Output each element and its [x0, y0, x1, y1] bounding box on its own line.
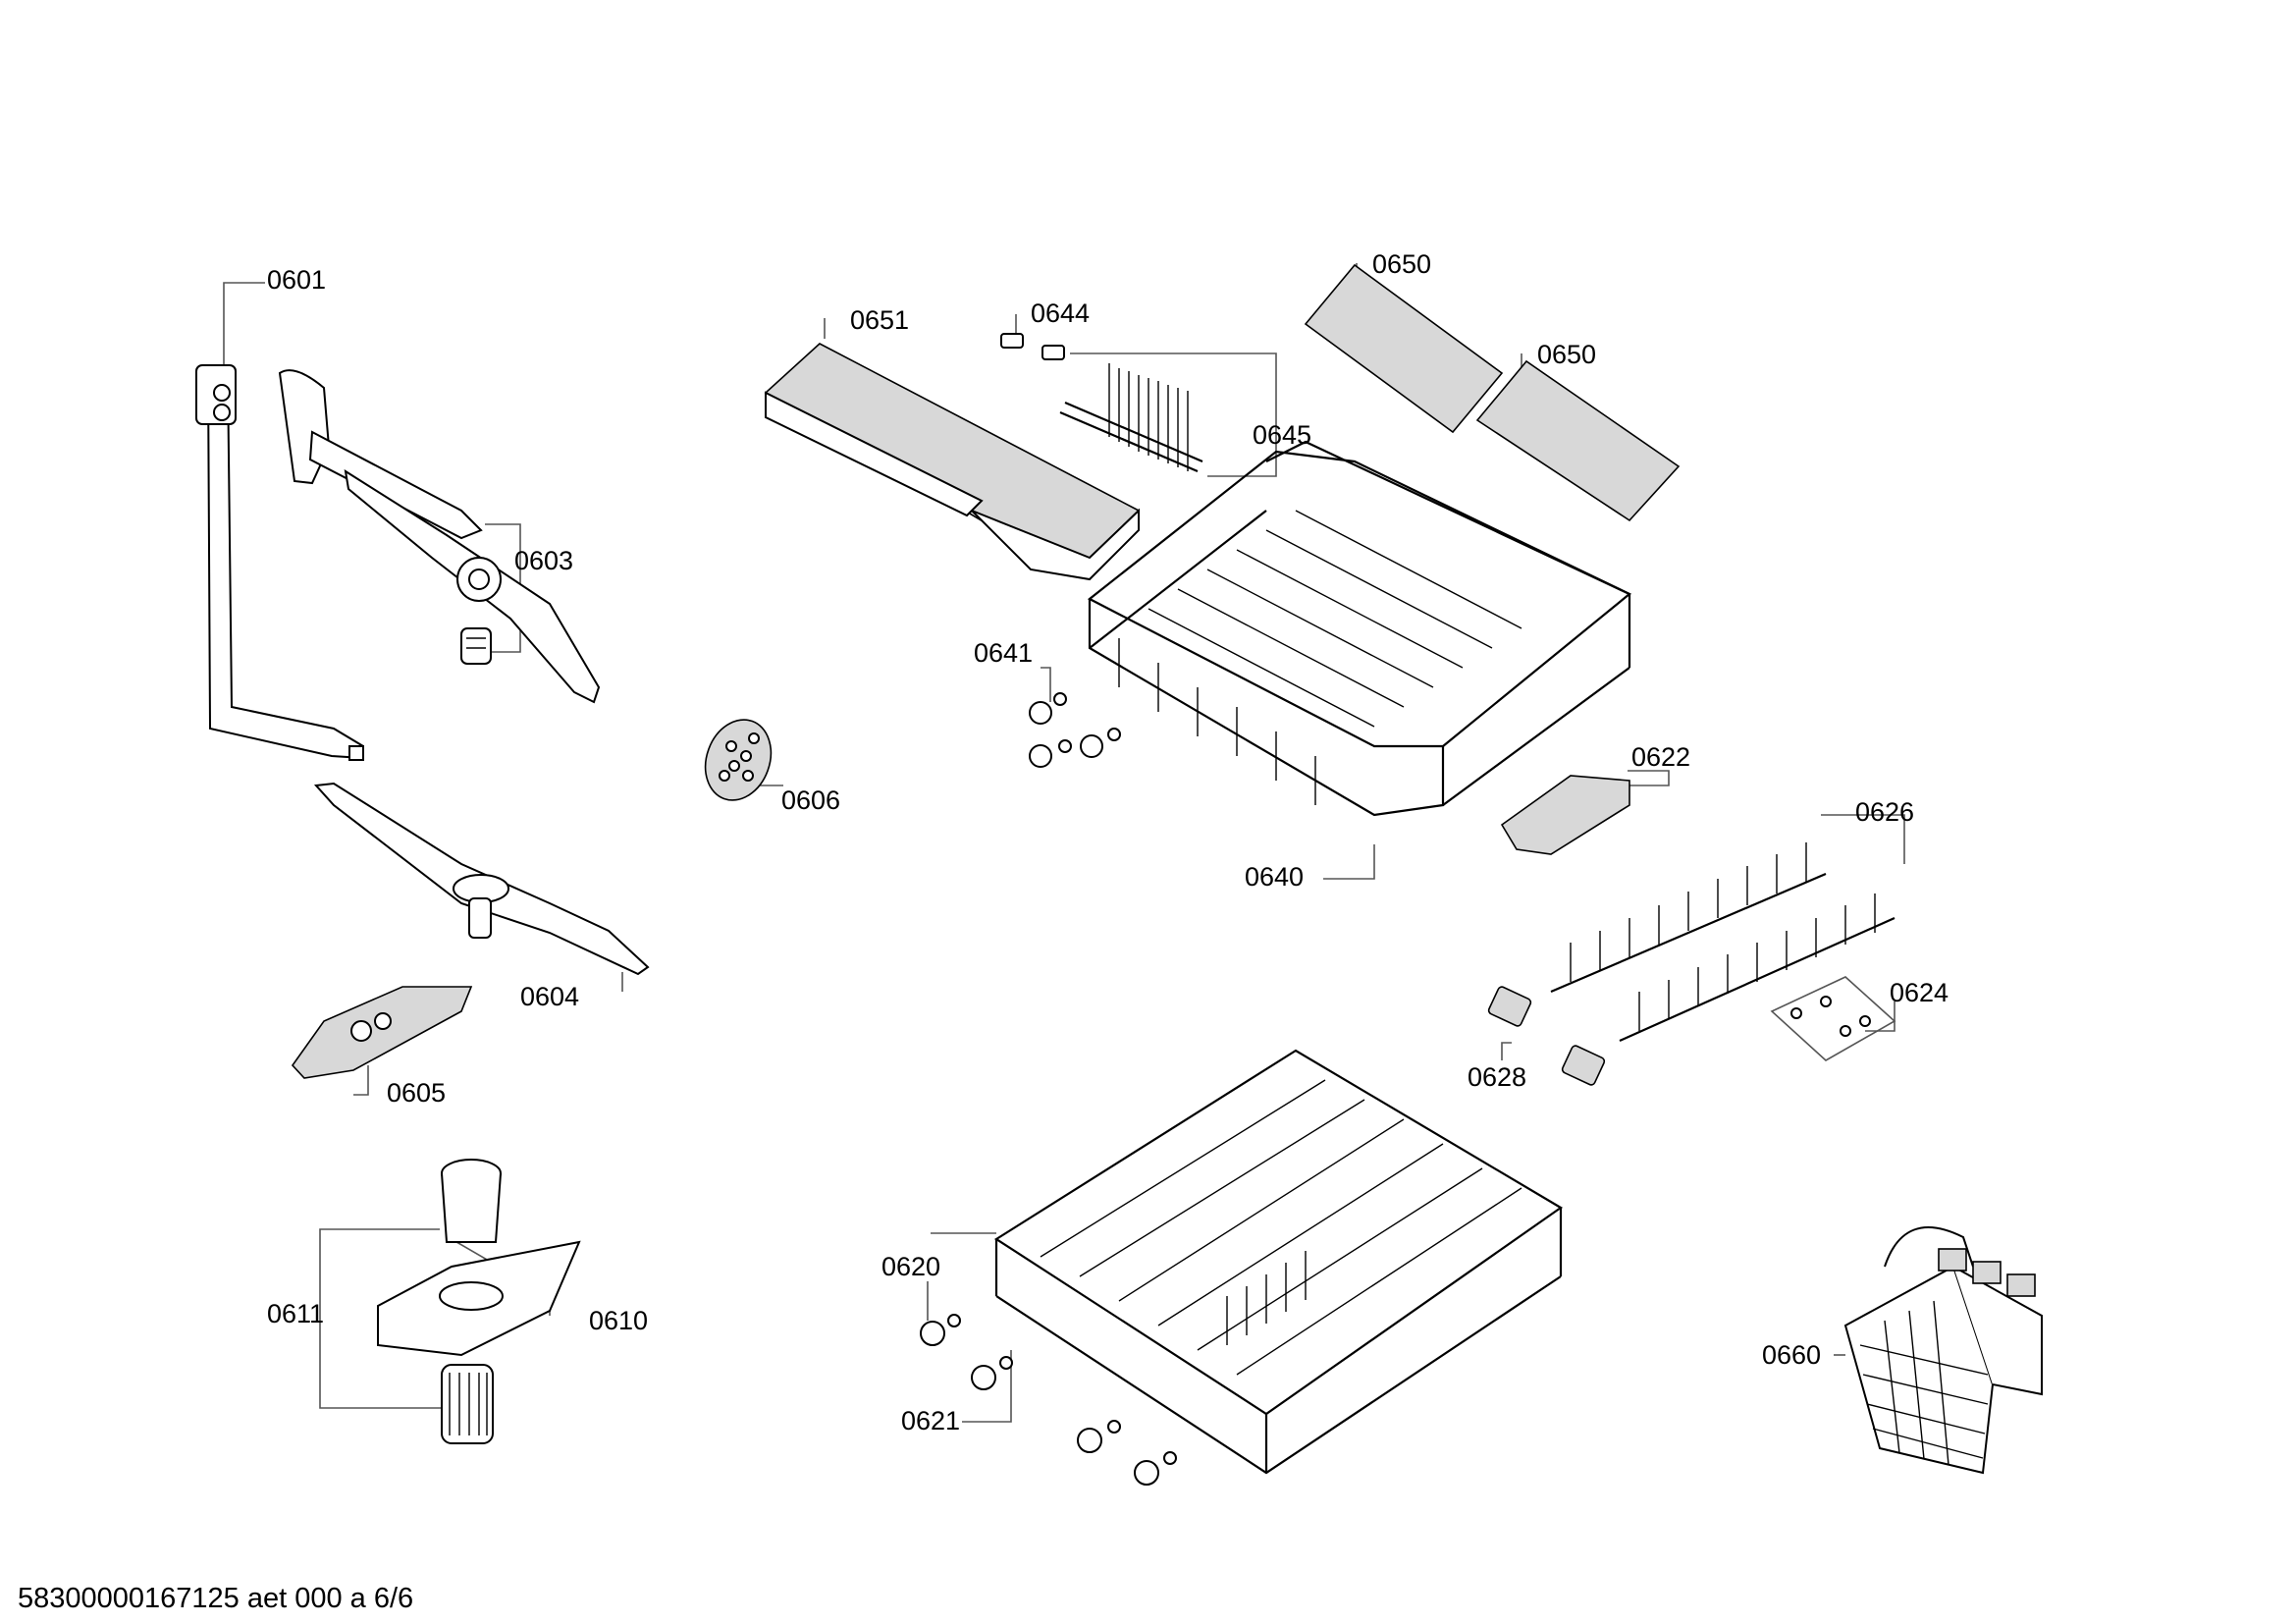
label-0624: 0624: [1890, 978, 1949, 1007]
part-0605-filter-cover: [291, 986, 473, 1096]
label-0651: 0651: [850, 305, 910, 335]
label-0620: 0620: [881, 1252, 941, 1281]
part-0650-rack-shelves: [1304, 263, 1681, 522]
part-0603-upper-spray-arm: [278, 369, 601, 704]
part-0644-0645-rack-insert: [1000, 314, 1277, 477]
part-0606-spray-disc: [704, 719, 783, 801]
label-0603: 0603: [514, 546, 574, 575]
part-0641-rollers: [1029, 667, 1121, 768]
label-0644: 0644: [1031, 298, 1091, 328]
label-0611: 0611: [267, 1299, 325, 1328]
label-0621: 0621: [901, 1406, 961, 1435]
part-0621-rollers: [920, 1314, 1177, 1486]
label-0606: 0606: [781, 785, 841, 815]
part-0660-cutlery-basket: [1834, 1226, 2043, 1475]
document-id-footer: 58300000167125 aet 000 a 6/6: [18, 1583, 414, 1614]
part-0601-supply-pipe: [195, 282, 364, 761]
label-0660: 0660: [1762, 1340, 1822, 1370]
part-0628-adjusters: [1487, 986, 1606, 1086]
part-0620-lower-basket: [927, 1049, 1564, 1475]
label-0626: 0626: [1855, 797, 1915, 827]
label-0640: 0640: [1245, 862, 1305, 892]
label-0622: 0622: [1631, 742, 1691, 772]
label-0601: 0601: [267, 265, 327, 295]
part-0604-lower-spray-arm: [313, 782, 650, 992]
label-0650-bottom: 0650: [1537, 340, 1597, 369]
part-0640-upper-basket: [1087, 440, 1632, 880]
part-0610-0611-filter-assembly: [319, 1159, 581, 1444]
part-0624-clips: [1770, 976, 1896, 1061]
label-0628: 0628: [1468, 1062, 1527, 1092]
label-0650-top: 0650: [1372, 249, 1432, 279]
part-0622-handle: [1500, 770, 1670, 855]
label-0605: 0605: [387, 1078, 447, 1108]
part-0626-tine-rows: [1550, 814, 1905, 1043]
label-0610: 0610: [589, 1306, 649, 1335]
part-0651-cutlery-tray: [764, 318, 1141, 581]
label-0604: 0604: [520, 982, 580, 1011]
label-0641: 0641: [974, 638, 1034, 668]
label-0645: 0645: [1253, 420, 1312, 450]
